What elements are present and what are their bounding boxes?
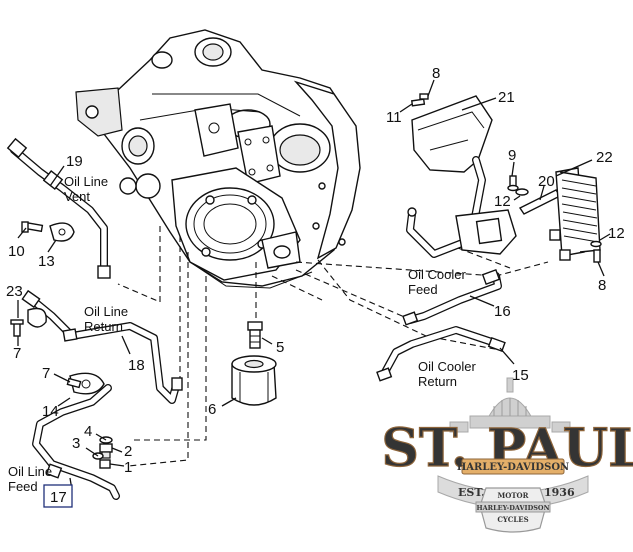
label-oil-line-return: Oil Line Return [84,304,128,334]
label-oil-line-feed: Oil Line Feed [8,464,52,494]
part-9-screw [507,175,519,192]
part-8-screw-lower [593,249,601,263]
part-8-screw-upper [419,93,429,100]
callout-1: 1 [124,459,132,476]
callout-12-left: 12 [494,193,511,210]
callout-8-lower: 8 [598,277,606,294]
callout-2: 2 [124,443,132,460]
callout-20: 20 [538,173,555,190]
part-1-fitting [99,459,111,469]
callout-12-right: 12 [608,225,625,242]
svg-text:Return: Return [84,319,123,334]
svg-text:CYCLES: CYCLES [497,515,528,524]
part-21-cover [411,95,493,173]
part-16-oil-cooler-feed-hose [402,269,502,326]
part-10-screw [21,221,44,233]
watermark-year: 1936 [544,486,575,499]
part-13-clamp [49,222,75,242]
dealer-watermark: ST. PAUL HARLEY-DAVIDSON EST. 1936 MOTOR… [381,377,633,533]
part-12-washer-upper [515,188,529,196]
callout-6: 6 [208,401,216,418]
callout-21: 21 [498,89,515,106]
callout-3: 3 [72,435,80,452]
label-oil-cooler-return: Oil Cooler Return [418,359,476,389]
svg-text:Feed: Feed [8,479,38,494]
svg-text:Vent: Vent [64,189,90,204]
callout-19: 19 [66,153,83,170]
part-15-oil-cooler-return-hose [376,326,506,382]
watermark-est: EST. [458,486,485,499]
svg-text:HARLEY-DAVIDSON: HARLEY-DAVIDSON [476,504,549,512]
part-23-clip [27,307,47,328]
svg-text:Oil Line: Oil Line [8,464,52,479]
svg-text:Oil Line: Oil Line [64,174,108,189]
callout-10: 10 [8,243,25,260]
svg-text:MOTOR: MOTOR [498,491,529,500]
part-19-oil-line-vent [6,137,111,279]
svg-text:Oil Line: Oil Line [84,304,128,319]
capitol-building-graphic [449,377,571,433]
part-12-washer-lower [590,240,602,248]
callout-15: 15 [512,367,529,384]
part-labels: Oil Line Vent Oil Line Return Oil Line F… [8,174,476,494]
callout-17: 17 [50,489,67,506]
callout-14: 14 [42,403,59,420]
callout-7-lower: 7 [42,365,50,382]
callout-23: 23 [6,283,23,300]
callout-8-upper: 8 [432,65,440,82]
callout-numbers: 1 2 3 4 5 6 7 7 8 8 9 10 11 12 12 13 14 … [6,65,625,508]
part-11-screw [410,98,426,107]
callout-13: 13 [38,253,55,270]
callout-18: 18 [128,357,145,374]
callout-11: 11 [386,109,402,126]
part-18-oil-line-return [21,289,183,404]
part-7-screw-upper [10,319,24,337]
callout-5: 5 [276,339,284,356]
part-22-oil-cooler [549,167,601,261]
label-oil-line-vent: Oil Line Vent [64,174,108,204]
callout-7-upper: 7 [13,345,21,362]
callout-leader-lines [17,79,611,491]
harley-davidson-shield-icon: MOTOR HARLEY-DAVIDSON CYCLES [475,487,551,533]
crankcase [75,29,361,289]
callout-9: 9 [508,147,516,164]
watermark-banner: HARLEY-DAVIDSON [457,458,569,475]
svg-text:Feed: Feed [408,282,438,297]
callout-22: 22 [596,149,613,166]
svg-text:Oil Cooler: Oil Cooler [418,359,476,374]
callout-4: 4 [84,423,92,440]
svg-text:Oil Cooler: Oil Cooler [408,267,466,282]
svg-text:Return: Return [418,374,457,389]
callout-17-box: 17 [43,484,73,508]
callout-16: 16 [494,303,511,320]
svg-text:HARLEY-DAVIDSON: HARLEY-DAVIDSON [457,462,569,473]
part-5-filter-adapter [247,321,263,349]
part-6-oil-filter [231,355,277,406]
part-14-hose-clamp-assembly [32,372,120,500]
oil-cooler-bracket [406,156,517,258]
label-oil-cooler-feed: Oil Cooler Feed [408,267,466,297]
